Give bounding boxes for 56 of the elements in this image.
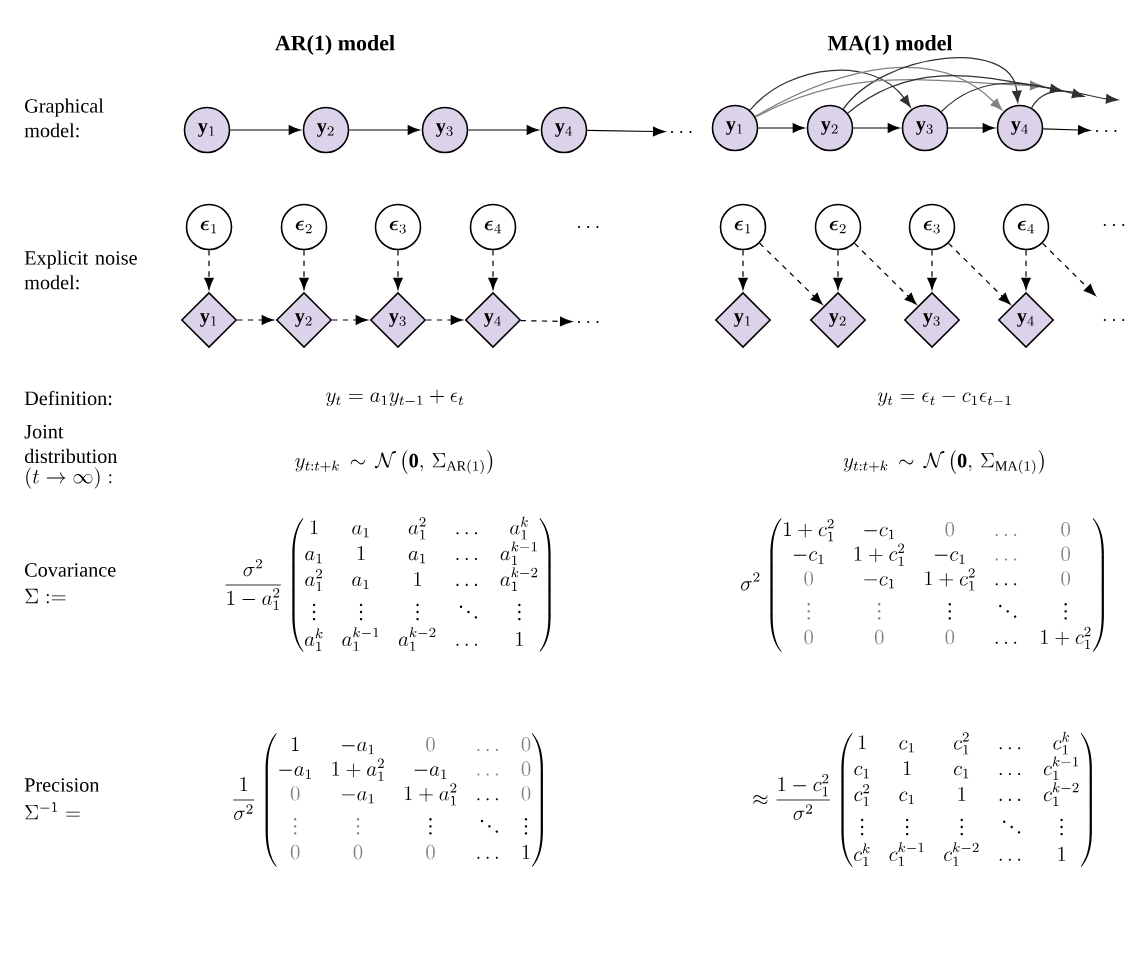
arrow	[1031, 90, 1119, 109]
arrow	[754, 66, 1003, 117]
matrix-formula: $\frac{1}{\sigma^2}\begin{pmatrix}1 & -a_1 & \color{gray}0 & \color{gray}\dots & \color{gray}0\\ -a_1 & 1+a_1^2 & -a_1 & \color{gray}\dots & \color{gray}0\\ \color{gray}0 & -a_1 & 1+a_1^2 & \dots & \color{gray}0\\ \color{gray}\vdots & \color{gray}\vdots & \vdots & \ddots & \vdots\\ \color{gray}0 & \color{gray}0 & \color{gray}0 & \dots & 1\end{pmatrix}$	[233, 733, 543, 867]
row-label: $\Sigma^{-1} =$	[25, 802, 80, 820]
arrow	[331, 315, 368, 325]
equation: $y_{t:t+k} \,\sim\, \mathcal{N}\left(\mathbf{0},\, \Sigma_{\mathrm{MA}(1)}\right)$	[843, 449, 1044, 475]
column-heading: MA(1) model	[827, 35, 953, 55]
row-label: Explicit noise model:	[24, 250, 137, 290]
equation: $y_t = \epsilon_t - c_1 \epsilon_{t-1}$	[877, 392, 1011, 407]
arrow	[947, 123, 995, 133]
row-label: Graphical model:	[24, 98, 104, 138]
arrow	[299, 249, 309, 290]
arrow	[1042, 125, 1091, 135]
arrow	[1041, 242, 1096, 296]
arrow	[467, 125, 539, 135]
arrow	[847, 75, 1063, 114]
row-label: Covariance	[25, 563, 116, 577]
matrix-formula: $\sigma^2\begin{pmatrix}1+c_1^2 & -c_1 & \color{gray}0 & \color{gray}\dots & \color{gray}0\\ -c_1 & 1+c_1^2 & -c_1 & \color{gray}\dots & \color{gray}0\\ \color{gray}0 & -c_1 & 1+c_1^2 & \dots & \color{gray}0\\ \color{gray}\vdots & \color{gray}\vdots & \vdots & \ddots & \vdots\\ \color{gray}0 & \color{gray}0 & \color{gray}0 & \dots & 1+c_1^2\end{pmatrix}$	[741, 518, 1104, 652]
arrow	[842, 57, 1022, 110]
column-heading: AR(1) model	[275, 35, 395, 55]
arrow	[520, 316, 573, 327]
ellipsis: $\dots$	[1103, 319, 1125, 321]
row-label: $(t \to \infty):$	[26, 467, 112, 489]
arrow	[749, 69, 911, 111]
matrix-formula: $\approx\frac{1-c_1^2}{\sigma^2}\begin{pmatrix}1 & c_1 & c_1^2 & \dots & c_1^k\\ c_1 & 1 & c_1 & \dots & c_1^{k-1}\\ c_1^2 & c_1 & 1 & \dots & c_1^{k-2}\\ \vdots & \vdots & \vdots & \ddots & \vdots\\ c_1^k & c_1^{k-1} & c_1^{k-2} & \dots & 1\end{pmatrix}$	[753, 731, 1092, 867]
equation: $y_t = a_1 y_{t-1} + \epsilon_t$	[326, 389, 463, 407]
arrow	[927, 249, 937, 290]
arrow	[947, 242, 1011, 305]
ellipsis: $\dots$	[1103, 224, 1125, 226]
ellipsis: $\dots$	[1096, 130, 1117, 132]
row-label: $\Sigma :=$	[25, 588, 66, 604]
matrix-formula: $\frac{\sigma^2}{1-a_1^2}\begin{pmatrix}1 & a_1 & a_1^2 & \dots & a_1^k\\ a_1 & 1 & a_1 & \dots & a_1^{k-1}\\ a_1^2 & a_1 & 1 & \dots & a_1^{k-2}\\ \vdots & \vdots & \vdots & \ddots & \vdots\\ a_1^k & a_1^{k-1} & a_1^{k-2} & \dots & 1\end{pmatrix}$	[225, 516, 551, 652]
ellipsis: $\dots$	[671, 131, 692, 133]
arrow	[488, 249, 498, 290]
arrow	[738, 249, 748, 290]
row-label: Precision	[24, 778, 100, 792]
arrow	[204, 249, 214, 290]
arrow	[853, 242, 917, 305]
arrow	[348, 125, 420, 135]
row-label: Joint distribution	[24, 424, 118, 464]
ellipsis: $\dots$	[578, 226, 599, 228]
arrow	[229, 125, 301, 135]
arrow	[833, 249, 843, 290]
arrow	[940, 82, 1085, 113]
arrow	[1021, 249, 1031, 290]
arrow	[586, 126, 666, 137]
row-label: Definition:	[24, 390, 112, 406]
arrow	[757, 123, 805, 133]
arrow	[852, 123, 900, 133]
arrow	[759, 242, 823, 305]
arrow	[754, 79, 1043, 118]
equation: $y_{t:t+k} \,\sim\, \mathcal{N}\left(\mathbf{0},\, \Sigma_{\mathrm{AR}(1)}\right)$	[295, 449, 493, 475]
arrow	[236, 315, 274, 325]
arrow	[393, 249, 403, 290]
arrow	[425, 315, 463, 325]
ellipsis: $\dots$	[578, 321, 599, 323]
